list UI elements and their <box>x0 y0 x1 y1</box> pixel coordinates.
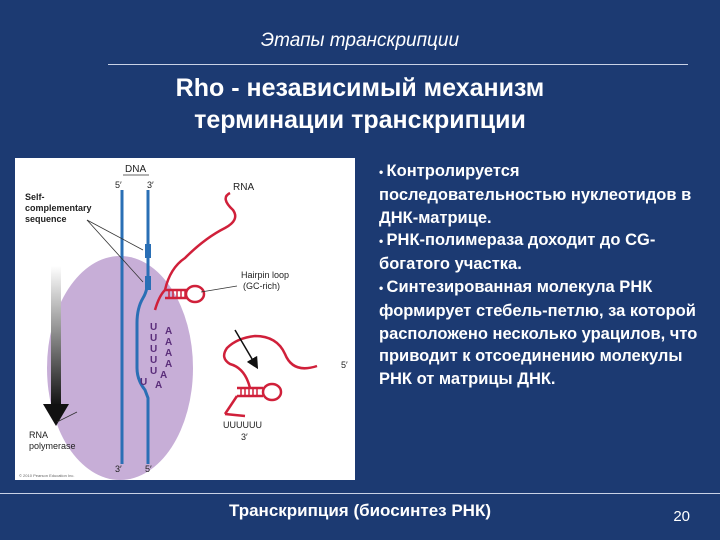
u-base: U <box>150 322 157 333</box>
slide-footer: Транскрипция (биосинтез РНК) <box>228 501 491 520</box>
released-rna-tail <box>222 334 318 389</box>
movement-arrow-shaft <box>51 266 61 406</box>
bullet-dot: • <box>379 165 387 179</box>
dna-3prime-top: 3′ <box>147 180 154 190</box>
rna-tail-1 <box>163 191 237 291</box>
dna-5prime-bottom: 5′ <box>145 464 152 474</box>
ua-base-pairs: U U U U U U A A A A A A <box>140 322 172 391</box>
self-comp-line-3: sequence <box>25 214 67 224</box>
released-hairpin-pairs <box>240 388 258 396</box>
slide-top-title: Этапы транскрипции <box>260 30 460 51</box>
heading-line-2: терминации транскрипции <box>194 106 526 134</box>
figure-svg: U U U U U U A A A A A A <box>19 164 348 480</box>
pointer-lines <box>56 219 238 423</box>
hairpin-label-2: (GC-rich) <box>243 281 280 291</box>
u-base: U <box>150 366 157 377</box>
bullet-dot: • <box>379 280 387 295</box>
u-base: U <box>150 355 157 366</box>
self-comp-line-1: Self- <box>25 192 45 202</box>
a-base: A <box>165 326 172 337</box>
hairpin-loop-2 <box>261 382 283 402</box>
a-base: A <box>160 370 167 381</box>
hairpin-label-1: Hairpin loop <box>241 270 289 280</box>
released-rna-3prime <box>223 395 246 418</box>
slide-heading: Rho - независимый механизм терминации тр… <box>40 72 680 136</box>
top-divider <box>108 64 688 65</box>
rna-3prime: 3′ <box>241 432 248 442</box>
a-base: A <box>165 348 172 359</box>
rna-transcript-stem <box>153 288 187 311</box>
uracil-tract: UUUUUU <box>223 420 262 430</box>
dna-label: DNA <box>125 164 146 175</box>
bullet-item: • Синтезированная молекула РНК формирует… <box>379 276 709 391</box>
a-base: A <box>165 359 172 370</box>
movement-arrow-head <box>43 404 69 426</box>
hairpin-loop-1 <box>184 284 206 304</box>
dna-coding-strand <box>135 190 150 464</box>
bullet-list: • Контролируется последовательностью нук… <box>379 160 709 391</box>
self-complementary-segment-2 <box>145 276 151 290</box>
bullet-item: • Контролируется последовательностью нук… <box>379 160 709 229</box>
u-base: U <box>150 344 157 355</box>
hairpin-base-pairs <box>168 290 186 298</box>
polymerase-label-2: polymerase <box>29 441 76 451</box>
u-base: U <box>150 333 157 344</box>
heading-line-1: Rho - независимый механизм <box>175 74 545 102</box>
copyright-notice: © 2010 Pearson Education Inc. <box>19 473 74 478</box>
rna-5prime: 5′ <box>341 360 348 370</box>
a-base: A <box>165 337 172 348</box>
rna-label: RNA <box>233 182 254 193</box>
slide-number: 20 <box>673 508 690 525</box>
dna-5prime-top: 5′ <box>115 180 122 190</box>
rho-independent-termination-figure: U U U U U U A A A A A A <box>15 158 355 480</box>
polymerase-label-1: RNA <box>29 430 48 440</box>
bottom-divider <box>0 493 720 494</box>
u-base: U <box>140 377 147 388</box>
self-comp-line-2: complementary <box>25 203 92 213</box>
rna-polymerase-shape <box>47 256 193 480</box>
dna-3prime-bottom: 3′ <box>115 464 122 474</box>
bullet-text: Синтезированная молекула РНК формирует с… <box>379 277 698 389</box>
bullet-text: РНК-полимераза доходит до CG-богатого уч… <box>379 231 656 274</box>
bullet-item: • РНК-полимераза доходит до CG-богатого … <box>379 229 709 276</box>
release-arrow <box>234 329 259 370</box>
bullet-dot: • <box>379 234 387 249</box>
a-base: A <box>155 380 162 391</box>
bullet-text: Контролируется последовательностью нукле… <box>379 162 692 227</box>
self-complementary-segment-1 <box>145 244 151 258</box>
